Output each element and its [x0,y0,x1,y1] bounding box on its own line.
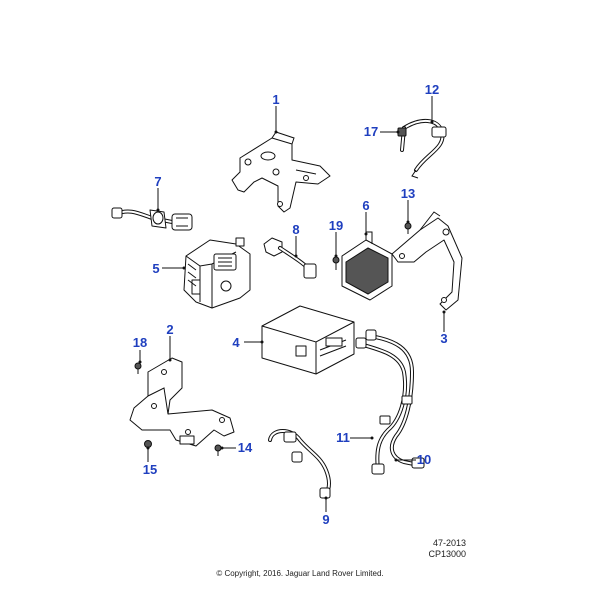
part-2-lower-bracket [129,357,235,447]
callout-1: 1 [272,92,279,107]
callout-12: 12 [425,82,439,97]
part-10-cable [365,329,425,469]
part-18-screw [134,362,142,374]
callout-5: 5 [152,261,159,276]
callout-14: 14 [238,440,253,455]
callout-11: 11 [336,430,350,445]
callout-17: 17 [364,124,378,139]
reference-line-2: CP13000 [428,549,466,559]
part-6-control-module [341,231,393,301]
part-11-cable [355,337,407,475]
part-13-screw [404,222,412,234]
part-3-bracket [391,211,463,311]
callout-2: 2 [166,322,173,337]
part-7-connector-lead [111,207,193,231]
callout-9: 9 [322,512,329,527]
callout-18: 18 [133,335,147,350]
callout-10: 10 [417,452,431,467]
callout-8: 8 [292,222,299,237]
part-9-cable [268,429,331,499]
reference-line-1: 47-2013 [433,538,466,548]
callout-3: 3 [440,331,447,346]
copyright-notice: © Copyright, 2016. Jaguar Land Rover Lim… [216,569,383,578]
part-12-harness [400,119,447,179]
part-8-sensor [263,237,317,279]
callout-19: 19 [329,218,343,233]
callout-6: 6 [362,198,369,213]
part-4-ecu-box [261,305,355,375]
part-19-screw [332,256,340,270]
callout-13: 13 [401,186,415,201]
callout-7: 7 [154,174,161,189]
part-15-nut [144,440,152,448]
callout-15: 15 [143,462,157,477]
part-14-bolt [214,444,222,456]
part-1-mounting-bracket [231,131,331,213]
callout-labels: 1 2 3 4 5 6 7 8 9 10 11 12 13 14 15 17 1… [133,82,448,527]
callout-4: 4 [232,335,240,350]
part-5-actuator-unit [183,237,251,309]
leader-lines [138,96,446,512]
